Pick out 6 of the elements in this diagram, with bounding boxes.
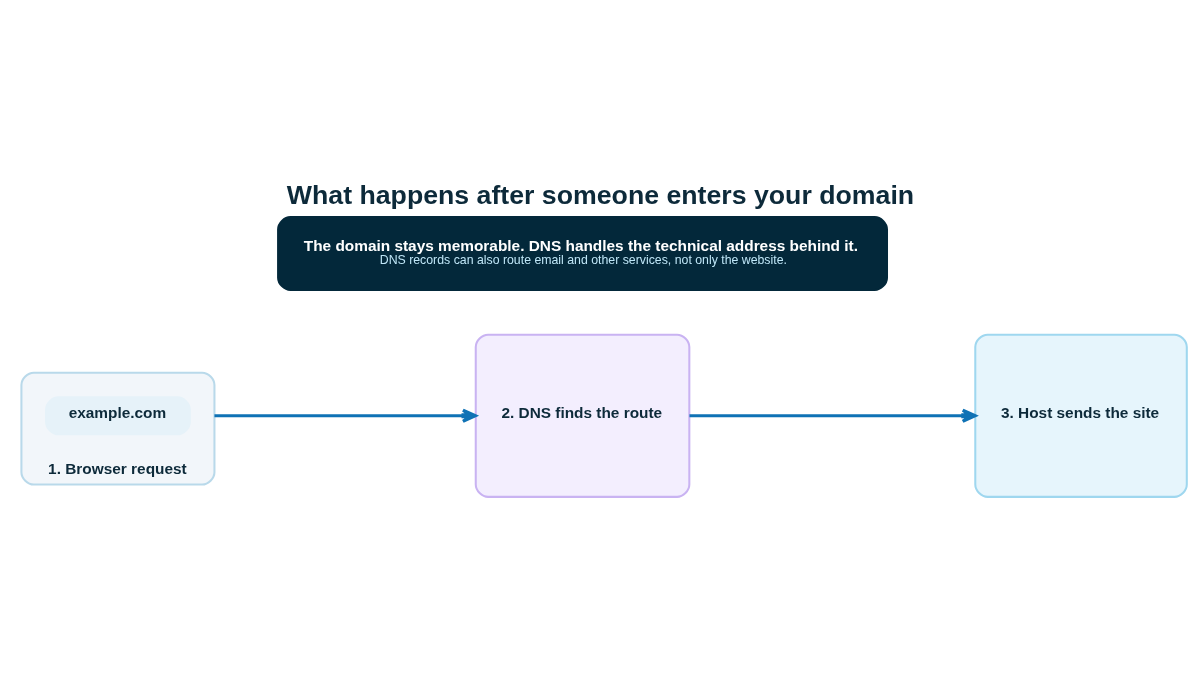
node-box: 3. Host sends the site bbox=[974, 333, 1188, 498]
arrow bbox=[214, 408, 477, 423]
arrow bbox=[689, 408, 977, 423]
node-box: 2. DNS finds the route bbox=[474, 333, 691, 498]
diagram-title: What happens after someone enters your domain bbox=[286, 179, 915, 210]
node-box: The domain stays memorable. DNS handles the technical address behind it. DNS records can also route email and other services, not only the website. bbox=[277, 215, 888, 291]
